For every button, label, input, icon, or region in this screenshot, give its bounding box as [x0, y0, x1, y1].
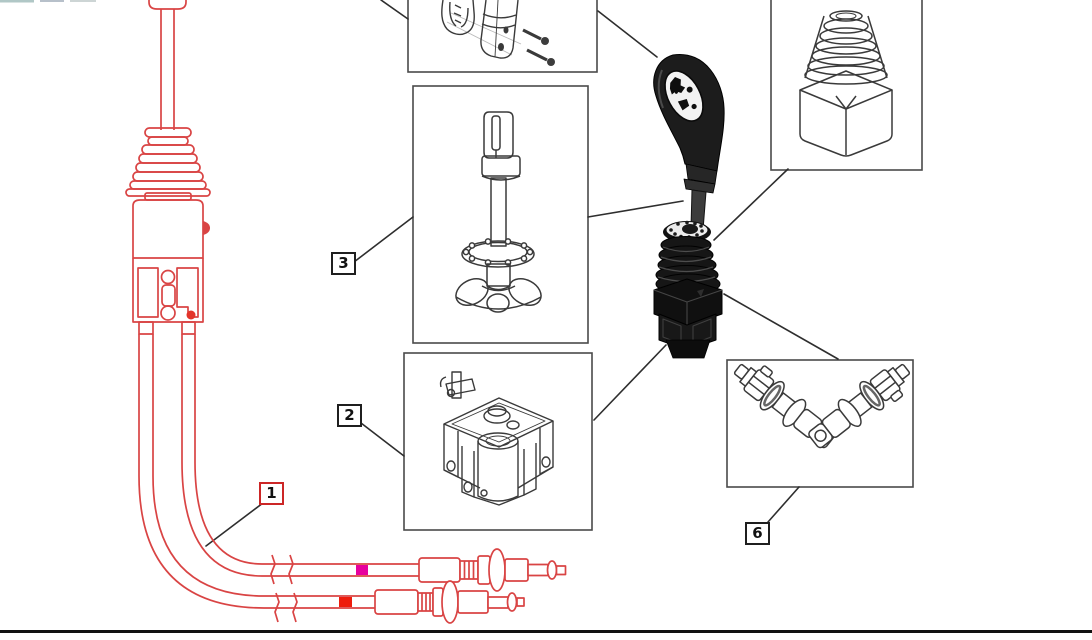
- grip-parts-drawing: [441, 0, 555, 66]
- fitting-parts-drawing: [733, 363, 911, 449]
- scan-artifact: [0, 0, 96, 3]
- callout-6[interactable]: 6: [745, 522, 770, 545]
- red-bellows: [125, 127, 211, 201]
- red-body: [132, 199, 210, 335]
- panel-box-stem: [412, 85, 589, 344]
- callout-2[interactable]: 2: [337, 404, 362, 427]
- screw-icon: [522, 28, 555, 66]
- panel-box-boot: [770, 0, 923, 171]
- magenta-marker: [356, 565, 368, 575]
- handle-symbol-face: [664, 70, 704, 122]
- detail-panel-boxes: [403, 0, 923, 531]
- boot-part-drawing: [799, 10, 893, 157]
- bottom-rule: [0, 630, 1092, 633]
- panel-box-valve: [403, 352, 593, 531]
- bearing-balls: [462, 238, 534, 266]
- cable-end-upper: [418, 548, 567, 592]
- callout-1-label: 1: [266, 484, 277, 502]
- red-knob-stub: [148, 0, 187, 10]
- valve-stem-drawing: [455, 111, 542, 313]
- panel-box-fittings: [726, 359, 914, 488]
- black-joystick-render: [653, 54, 725, 359]
- control-cables: [138, 334, 419, 623]
- callout-3-label: 3: [338, 254, 349, 272]
- red-marker: [339, 597, 352, 607]
- callout-1[interactable]: 1: [259, 482, 284, 505]
- valve-body-drawing: [439, 371, 554, 506]
- callout-2-label: 2: [344, 406, 355, 424]
- leader-lines: [205, 0, 839, 547]
- stem-claw: [455, 277, 542, 313]
- panel-box-grip: [407, 0, 598, 73]
- cable-end-lower: [374, 580, 525, 624]
- callout-3[interactable]: 3: [331, 252, 356, 275]
- joystick-body-upper: [653, 278, 723, 327]
- red-joystick-cable-drawing: [125, 0, 567, 624]
- callout-6-label: 6: [752, 524, 763, 542]
